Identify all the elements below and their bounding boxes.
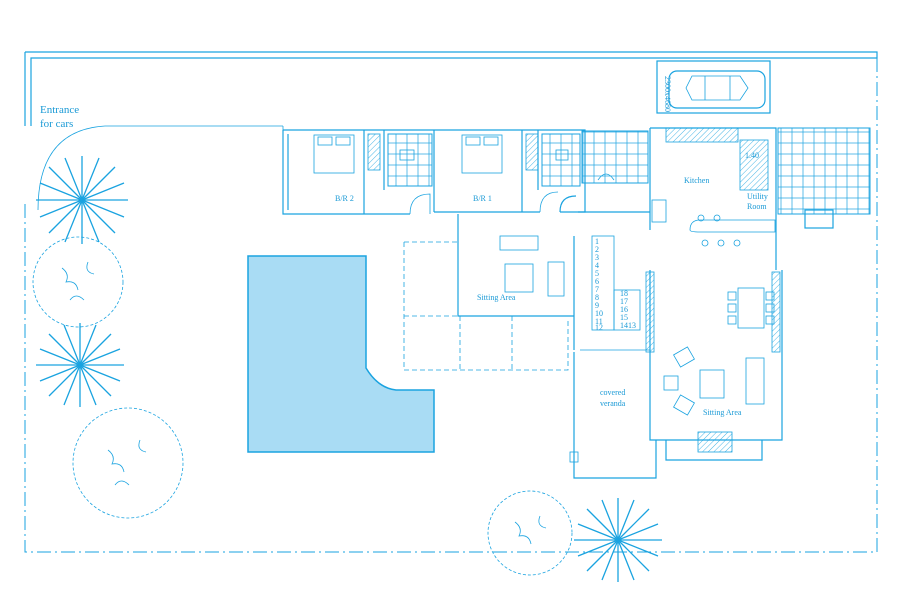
palm-tree-icon [36,323,124,407]
coffee-table-icon [699,369,725,399]
utility-label-line2: Room [747,202,767,211]
site-boundary [24,51,878,553]
svg-text:6: 6 [595,277,599,286]
car-dimension: 2300x4680 [663,76,672,112]
entrance-label-line1: Entrance [40,104,79,116]
svg-text:8: 8 [595,293,599,302]
swimming-pool [247,255,435,453]
entrance-label-line2: for cars [40,118,73,130]
veranda-label-line1: covered [600,388,625,397]
kitchen-dimension: 1.40 [745,151,759,160]
central-block [457,195,650,351]
svg-text:16: 16 [620,305,628,314]
palm-tree-icon [36,156,128,244]
bedroom2-label: B/R 2 [335,194,354,203]
stair-steps-right: 18 17 16 15 14 13 [620,289,636,330]
svg-text:14: 14 [620,321,628,330]
svg-text:18: 18 [620,289,628,298]
covered-veranda [569,352,657,479]
svg-text:15: 15 [620,313,628,322]
entry-porch-tiles [581,130,649,184]
veranda-label-line2: veranda [600,399,626,408]
fireplace [697,431,733,453]
driveway [37,125,284,211]
sofa-icon [745,357,765,405]
svg-text:11: 11 [595,317,603,326]
pergola [403,241,569,371]
utility-label-line1: Utility [747,192,768,201]
kitchen-counter [665,127,739,143]
svg-text:17: 17 [620,297,628,306]
bathroom-2 [387,133,433,187]
palm-tree-icon [574,498,662,582]
svg-text:2: 2 [595,245,599,254]
armchair-icon [547,261,565,297]
kitchen-label: Kitchen [684,176,709,185]
svg-text:5: 5 [595,269,599,278]
bedroom-wing [282,129,586,215]
svg-text:4: 4 [595,261,599,270]
bedroom1-label: B/R 1 [473,194,492,203]
stair-steps-left: 1 2 3 4 5 6 7 8 9 10 11 12 [595,237,603,332]
dining-table-icon [737,287,765,329]
svg-text:9: 9 [595,301,599,310]
bed-icon [313,134,355,174]
svg-text:1: 1 [595,237,599,246]
svg-text:10: 10 [595,309,603,318]
round-tree-icon [487,490,573,576]
round-tree-icon [32,236,124,328]
sitting-area-lower-label: Sitting Area [703,408,742,417]
round-tree-icon [72,407,184,519]
svg-text:3: 3 [595,253,599,262]
utility-counter [739,139,769,191]
car-icon [668,70,766,109]
living-wing [645,127,783,461]
svg-text:12: 12 [595,323,603,332]
svg-text:13: 13 [628,321,636,330]
sofa-icon [499,235,539,251]
parking-bay: 2300x4680 [656,60,771,114]
bed-icon [461,134,503,174]
svg-text:7: 7 [595,285,599,294]
terrace-tiles [777,127,871,215]
coffee-table-icon [504,263,534,293]
sitting-area-upper-label: Sitting Area [477,293,516,302]
